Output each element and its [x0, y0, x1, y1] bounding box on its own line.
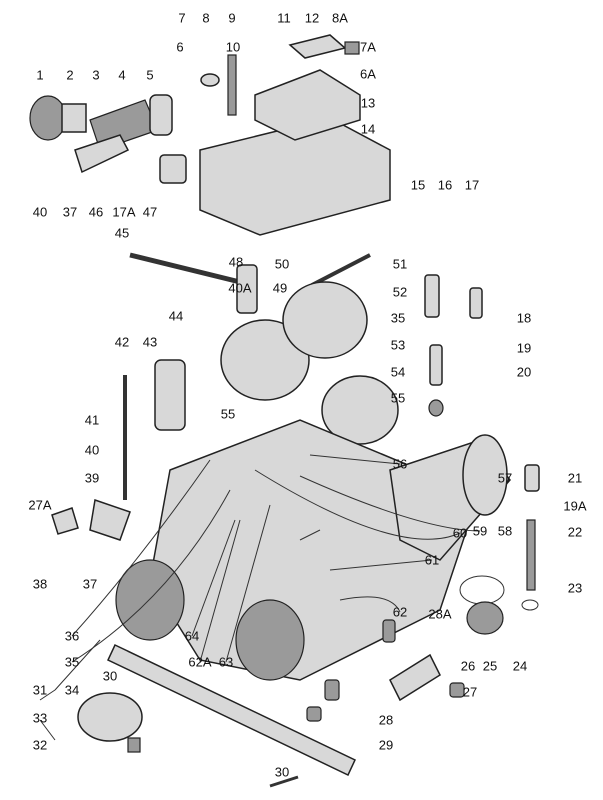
part-label: 40 — [84, 442, 100, 458]
part-label: 1 — [36, 67, 44, 83]
part-label: 22 — [567, 524, 583, 540]
part-label: 49 — [272, 280, 288, 296]
part-label: 7A — [360, 39, 376, 55]
part-label: 36 — [64, 628, 80, 644]
part-label: 3 — [92, 67, 100, 83]
part-label: 56 — [392, 456, 408, 472]
part-label: 63 — [218, 654, 234, 670]
part-label: 28 — [378, 712, 394, 728]
part-label: 50 — [274, 256, 290, 272]
part-label: 21 — [567, 470, 583, 486]
part-label: 51 — [392, 256, 408, 272]
part-label: 39 — [84, 470, 100, 486]
part-label: 27 — [462, 684, 478, 700]
part-label: 6 — [176, 39, 184, 55]
part-label: 33 — [32, 710, 48, 726]
part-label: 19 — [516, 340, 532, 356]
part-label: 40A — [228, 280, 252, 296]
part-label: 15 — [410, 177, 426, 193]
part-label: 37 — [82, 576, 98, 592]
part-label: 19A — [563, 498, 587, 514]
part-label: 11 — [277, 10, 291, 26]
part-label: 9 — [228, 10, 236, 26]
part-label: 18 — [516, 310, 532, 326]
part-label: 27A — [28, 497, 52, 513]
part-label: 30 — [102, 668, 118, 684]
part-label: 8A — [332, 10, 348, 26]
part-label: 46 — [88, 204, 104, 220]
part-label: 23 — [567, 580, 583, 596]
part-label: 42 — [114, 334, 130, 350]
part-label: 52 — [392, 284, 408, 300]
part-label: 4 — [118, 67, 126, 83]
part-throttle-shaft — [77, 643, 356, 788]
part-label: 45 — [114, 225, 130, 241]
part-label: 38 — [32, 576, 48, 592]
part-float-chambers — [220, 281, 399, 445]
part-spindle-assembly — [29, 94, 187, 184]
part-label: 34 — [64, 682, 80, 698]
part-label: 7 — [178, 10, 186, 26]
part-label: 10 — [225, 39, 241, 55]
part-label: 31 — [32, 682, 48, 698]
part-label: 2 — [66, 67, 74, 83]
part-label: 20 — [516, 364, 532, 380]
part-label: 55 — [220, 406, 236, 422]
part-label: 26 — [460, 658, 476, 674]
part-label: 13 — [360, 95, 376, 111]
part-label: 58 — [497, 523, 513, 539]
part-label: 29 — [378, 737, 394, 753]
part-label: 17 — [464, 177, 480, 193]
part-label: 43 — [142, 334, 158, 350]
part-label: 53 — [390, 337, 406, 353]
part-label: 28A — [428, 606, 452, 622]
part-label: 17A — [112, 204, 136, 220]
part-label: 25 — [482, 658, 498, 674]
part-small-parts — [51, 252, 483, 541]
part-label: 62 — [392, 604, 408, 620]
part-right-parts — [306, 464, 540, 722]
part-label: 55 — [390, 390, 406, 406]
part-label: 60 — [452, 525, 468, 541]
part-label: 57 — [497, 470, 513, 486]
part-top-cover — [199, 34, 391, 236]
part-label: 59 — [472, 523, 488, 539]
part-label: 5 — [146, 67, 154, 83]
part-label: 14 — [360, 121, 376, 137]
part-label: 54 — [390, 364, 406, 380]
part-label: 30 — [274, 764, 290, 780]
part-main-body — [115, 419, 511, 681]
part-label: 40 — [32, 204, 48, 220]
part-label: 48 — [228, 254, 244, 270]
part-label: 35 — [64, 654, 80, 670]
part-label: 32 — [32, 737, 48, 753]
part-label: 44 — [168, 308, 184, 324]
part-label: 16 — [437, 177, 453, 193]
part-label: 62A — [188, 654, 212, 670]
part-label: 35 — [390, 310, 406, 326]
part-label: 8 — [202, 10, 210, 26]
part-label: 41 — [84, 412, 100, 428]
part-label: 24 — [512, 658, 528, 674]
part-label: 6A — [360, 66, 376, 82]
part-label: 64 — [184, 628, 200, 644]
part-label: 61 — [424, 552, 440, 568]
part-label: 47 — [142, 204, 158, 220]
part-label: 12 — [304, 10, 320, 26]
part-label: 37 — [62, 204, 78, 220]
leader-lines — [39, 454, 481, 741]
